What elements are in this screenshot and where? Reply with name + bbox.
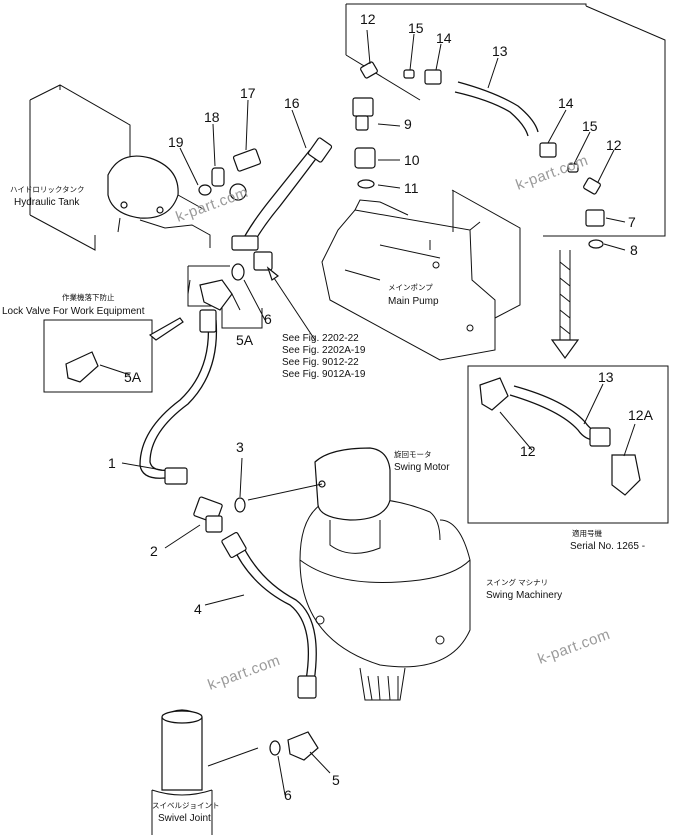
component-labels: ハイドロリックタンク Hydraulic Tank 作業機落下防止 Lock V… <box>2 185 645 824</box>
small-arrows <box>187 240 431 295</box>
lock-valve-label: Lock Valve For Work Equipment <box>2 306 145 317</box>
callout-17: 17 <box>240 85 256 101</box>
see-fig-references: See Fig. 2202-22 See Fig. 2202A-19 See F… <box>282 333 366 380</box>
swing-motor-label-jp: 旋回モータ <box>394 449 432 459</box>
main-pump-label-jp: メインポンプ <box>388 283 433 292</box>
callout-6-lower: 6 <box>284 787 292 803</box>
lock-valve-label-jp: 作業機落下防止 <box>62 292 115 302</box>
callout-numbers: 12 15 14 13 14 15 12 7 8 9 10 11 16 17 1… <box>108 11 654 803</box>
flow-arrow <box>550 250 580 360</box>
swivel-joint <box>151 709 213 835</box>
hose-13-serial <box>509 385 601 441</box>
callout-13-top: 13 <box>492 43 508 59</box>
serial-label: Serial No. 1265 - <box>570 541 645 552</box>
callout-15-right: 15 <box>582 118 598 134</box>
swing-machinery <box>299 498 471 701</box>
lock-valve-inset-frame <box>43 319 153 393</box>
hose-13-top <box>454 81 539 137</box>
callout-6-upper: 6 <box>264 311 272 327</box>
watermark: k-part.com <box>206 652 283 694</box>
callout-8: 8 <box>630 242 638 258</box>
callout-14-right: 14 <box>558 95 574 111</box>
callout-5A-inset: 5A <box>124 369 142 385</box>
callout-9: 9 <box>404 116 412 132</box>
hydraulic-tank-label-jp: ハイドロリックタンク <box>10 185 85 194</box>
watermark: k-part.com <box>536 626 613 668</box>
callout-13-serial: 13 <box>598 369 614 385</box>
main-pump <box>321 189 521 361</box>
hose-4 <box>231 539 317 683</box>
callout-15-top: 15 <box>408 20 424 36</box>
callout-10: 10 <box>404 152 420 168</box>
see-fig-ref: See Fig. 2202A-19 <box>282 345 366 356</box>
see-fig-ref: See Fig. 9012A-19 <box>282 369 366 380</box>
top-right-frame <box>345 3 666 237</box>
serial-inset-frame <box>467 365 669 524</box>
callout-14-top: 14 <box>436 30 452 46</box>
callout-16: 16 <box>284 95 300 111</box>
callout-4: 4 <box>194 601 202 617</box>
swing-motor <box>314 447 391 554</box>
serial-label-jp: 適用号機 <box>572 528 602 538</box>
callout-12-top: 12 <box>360 11 376 27</box>
callout-3: 3 <box>236 439 244 455</box>
watermark: k-part.com <box>174 184 251 226</box>
hydraulic-tank <box>29 84 211 251</box>
watermark: k-part.com <box>514 152 591 194</box>
callout-12A: 12A <box>628 407 654 423</box>
callout-18: 18 <box>204 109 220 125</box>
swing-machinery-label: Swing Machinery <box>486 590 562 601</box>
leader-lines <box>99 29 636 796</box>
callout-7: 7 <box>628 214 636 230</box>
callout-12-serial: 12 <box>520 443 536 459</box>
main-pump-label: Main Pump <box>388 296 439 307</box>
see-fig-arrow <box>266 266 316 341</box>
hydraulic-tank-label: Hydraulic Tank <box>14 197 80 208</box>
swing-machinery-label-jp: スイング マシナリ <box>486 577 548 587</box>
see-fig-ref: See Fig. 2202-22 <box>282 333 359 344</box>
callout-11: 11 <box>404 180 419 196</box>
watermarks: k-part.com k-part.com k-part.com k-part.… <box>174 152 613 694</box>
callout-5: 5 <box>332 772 340 788</box>
swivel-joint-label: Swivel Joint <box>158 813 211 824</box>
see-fig-ref: See Fig. 9012-22 <box>282 357 359 368</box>
callout-5A-main: 5A <box>236 332 254 348</box>
callout-1: 1 <box>108 455 116 471</box>
swing-motor-label: Swing Motor <box>394 462 450 473</box>
fittings <box>65 61 641 761</box>
callout-2: 2 <box>150 543 158 559</box>
hose-1 <box>139 319 218 481</box>
swivel-joint-label-jp: スイベルジョイント <box>152 801 220 810</box>
callout-19: 19 <box>168 134 184 150</box>
callout-12-right: 12 <box>606 137 622 153</box>
see-fig-pointer-frame <box>187 265 263 329</box>
